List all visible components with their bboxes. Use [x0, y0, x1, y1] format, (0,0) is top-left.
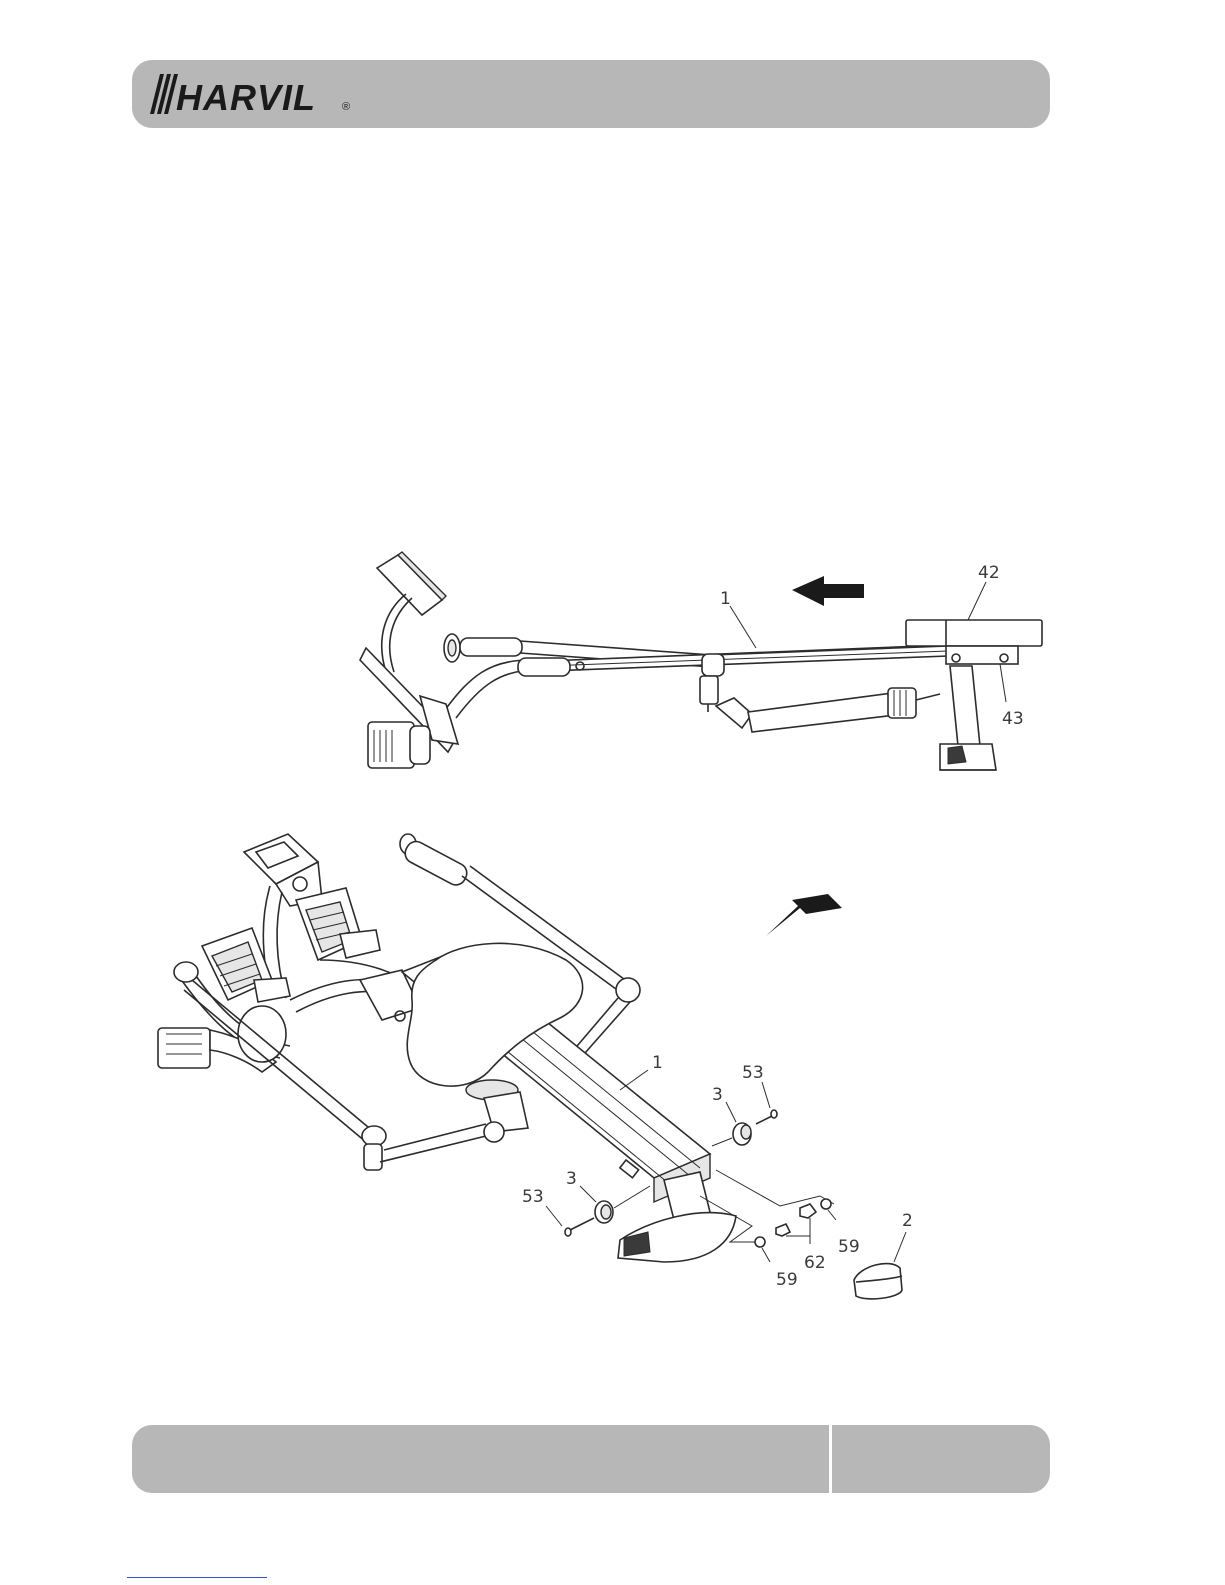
bottom-link-underline[interactable] [127, 1577, 267, 1578]
callout-exploded-53-upper: 53 [742, 1063, 764, 1083]
callout-exploded-59-left: 59 [776, 1270, 798, 1290]
callout-side-42: 42 [978, 563, 1000, 583]
callout-exploded-3-lower: 3 [566, 1169, 577, 1189]
callout-exploded-59-right: 59 [838, 1237, 860, 1257]
footer-divider [829, 1425, 832, 1493]
direction-arrow-exploded [766, 894, 842, 936]
callout-exploded-62: 62 [804, 1253, 826, 1273]
callout-exploded-2: 2 [902, 1211, 913, 1231]
side-view-drawing [360, 552, 1042, 770]
callout-exploded-53-lower: 53 [522, 1187, 544, 1207]
footer-bar [132, 1425, 1050, 1493]
direction-arrow-side [792, 576, 864, 606]
callout-exploded-3-upper: 3 [712, 1085, 723, 1105]
exploded-view-drawing [158, 834, 842, 1262]
callout-side-1: 1 [720, 589, 731, 609]
callout-exploded-1: 1 [652, 1053, 663, 1073]
callout-side-43: 43 [1002, 709, 1024, 729]
